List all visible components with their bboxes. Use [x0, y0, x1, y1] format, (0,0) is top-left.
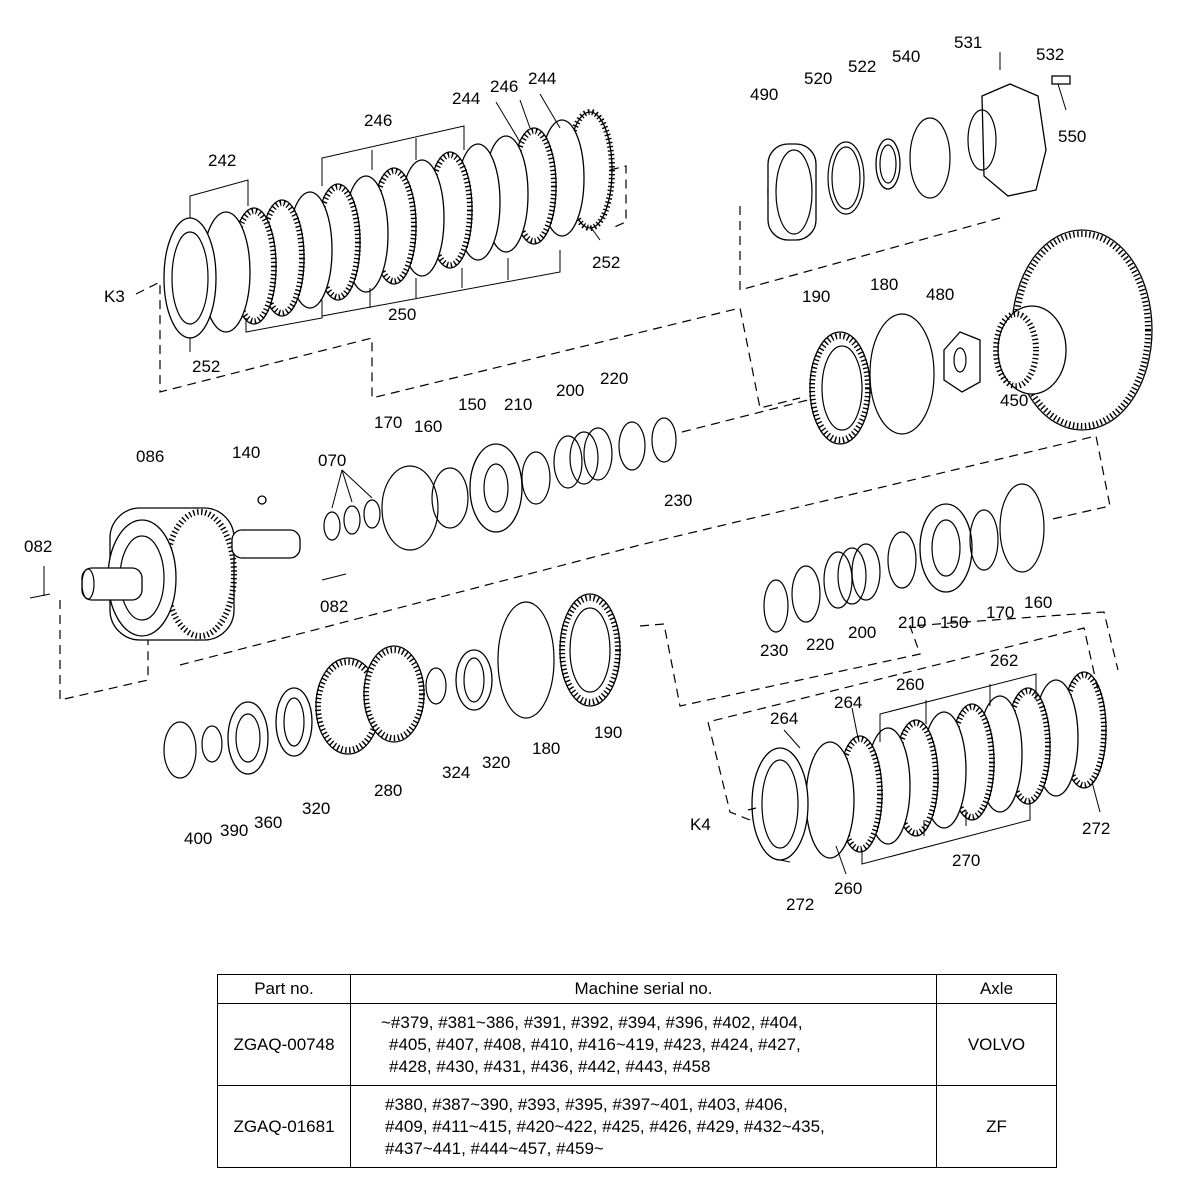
callout-250: 250 — [388, 305, 416, 324]
cell-axle: ZF — [936, 1085, 1057, 1168]
callout-272: 272 — [1082, 819, 1110, 838]
callout-140: 140 — [232, 443, 260, 462]
callout-160: 160 — [1024, 593, 1052, 612]
piston-set-right — [763, 483, 1045, 633]
callout-180: 180 — [870, 275, 898, 294]
callout-082: 082 — [24, 537, 52, 556]
part-number-callouts: 531 532 522 540 520 490 550 244 246 244 … — [24, 33, 1110, 914]
callout-272: 272 — [786, 895, 814, 914]
callout-230: 230 — [760, 641, 788, 660]
callout-150: 150 — [458, 395, 486, 414]
callout-260: 260 — [834, 879, 862, 898]
callout-450: 450 — [1000, 391, 1028, 410]
cell-serial-no: #380, #387~390, #393, #395, #397~401, #4… — [350, 1085, 937, 1168]
callout-360: 360 — [254, 813, 282, 832]
serial-line: #409, #411~415, #420~422, #425, #426, #4… — [385, 1116, 825, 1136]
callout-180: 180 — [532, 739, 560, 758]
callout-170: 170 — [374, 413, 402, 432]
callout-550: 550 — [1058, 127, 1086, 146]
cell-serial-no: ~#379, #381~386, #391, #392, #394, #396,… — [350, 1003, 937, 1086]
callout-520: 520 — [804, 69, 832, 88]
serial-line: #405, #407, #408, #410, #416~419, #423, … — [389, 1034, 801, 1054]
clutch-shaft-group — [29, 399, 809, 641]
output-gear-group — [739, 52, 1153, 445]
callout-264: 264 — [770, 709, 798, 728]
callout-280: 280 — [374, 781, 402, 800]
callout-324: 324 — [442, 763, 470, 782]
k3-clutch-pack — [163, 93, 615, 352]
group-label-k3: K3 — [104, 287, 125, 306]
header-machine-serial-no: Machine serial no. — [350, 974, 937, 1004]
serial-line: ~#379, #381~386, #391, #392, #394, #396,… — [381, 1012, 803, 1032]
callout-264: 264 — [834, 693, 862, 712]
callout-531: 531 — [954, 33, 982, 52]
callout-480: 480 — [926, 285, 954, 304]
lower-left-group — [163, 593, 621, 779]
callout-262: 262 — [990, 651, 1018, 670]
callout-320: 320 — [482, 753, 510, 772]
callout-230: 230 — [664, 491, 692, 510]
cell-axle: VOLVO — [936, 1003, 1057, 1086]
callout-220: 220 — [806, 635, 834, 654]
table-row: ZGAQ-01681 #380, #387~390, #393, #395, #… — [217, 1085, 1057, 1168]
callout-390: 390 — [220, 821, 248, 840]
callout-490: 490 — [750, 85, 778, 104]
callout-242: 242 — [208, 151, 236, 170]
callout-244: 244 — [452, 89, 480, 108]
serial-line: #437~441, #444~457, #459~ — [385, 1138, 604, 1158]
table-header-row: Part no. Machine serial no. Axle — [217, 974, 1057, 1004]
callout-244: 244 — [528, 69, 556, 88]
header-axle: Axle — [936, 974, 1057, 1004]
cell-part-no: ZGAQ-00748 — [217, 1003, 351, 1086]
callout-522: 522 — [848, 57, 876, 76]
callout-400: 400 — [184, 829, 212, 848]
callout-082: 082 — [320, 597, 348, 616]
callout-252: 252 — [192, 357, 220, 376]
callout-246: 246 — [364, 111, 392, 130]
callout-200: 200 — [556, 381, 584, 400]
callout-210: 210 — [898, 613, 926, 632]
callout-252: 252 — [592, 253, 620, 272]
callout-220: 220 — [600, 369, 628, 388]
callout-200: 200 — [848, 623, 876, 642]
serial-line: #428, #430, #431, #436, #442, #443, #458 — [389, 1056, 711, 1076]
part-applicability-table: Part no. Machine serial no. Axle ZGAQ-00… — [217, 974, 1057, 1168]
callout-190: 190 — [802, 287, 830, 306]
callout-160: 160 — [414, 417, 442, 436]
callout-086: 086 — [136, 447, 164, 466]
callout-540: 540 — [892, 47, 920, 66]
header-part-no: Part no. — [217, 974, 351, 1004]
callout-260: 260 — [896, 675, 924, 694]
callout-170: 170 — [986, 603, 1014, 622]
callout-190: 190 — [594, 723, 622, 742]
callout-246: 246 — [490, 77, 518, 96]
exploded-parts-diagram: K3 K4 531 532 522 540 520 490 550 244 24… — [24, 33, 1153, 914]
callout-070: 070 — [318, 451, 346, 470]
table-row: ZGAQ-00748 ~#379, #381~386, #391, #392, … — [217, 1003, 1057, 1086]
k4-clutch-pack — [751, 671, 1107, 875]
callout-270: 270 — [952, 851, 980, 870]
callout-320: 320 — [302, 799, 330, 818]
callout-150: 150 — [940, 613, 968, 632]
callout-532: 532 — [1036, 45, 1064, 64]
serial-line: #380, #387~390, #393, #395, #397~401, #4… — [385, 1094, 788, 1114]
group-label-k4: K4 — [690, 815, 711, 834]
cell-part-no: ZGAQ-01681 — [217, 1085, 351, 1168]
callout-210: 210 — [504, 395, 532, 414]
